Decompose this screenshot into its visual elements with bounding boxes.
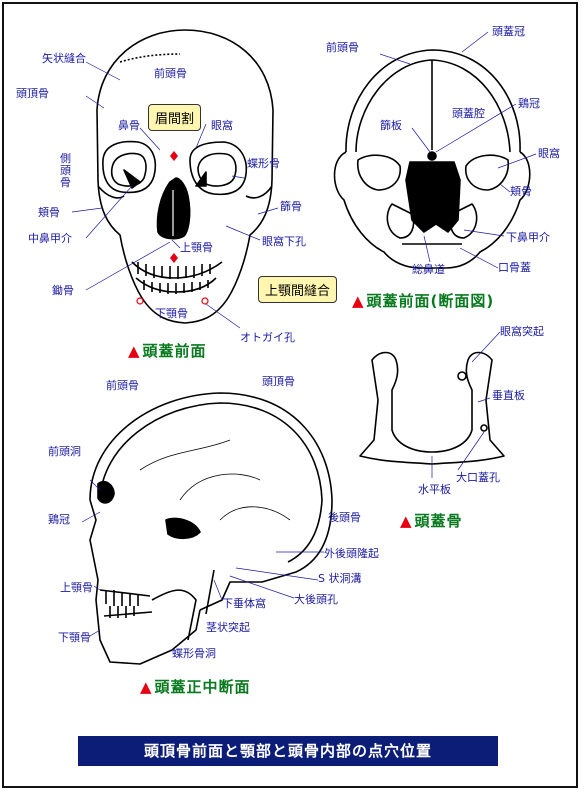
coronal-sinus-left xyxy=(449,203,478,239)
label-hard-palate: 口骨蓋 xyxy=(498,261,531,274)
acupoint-markers xyxy=(170,151,178,263)
sagittal-face xyxy=(89,499,201,665)
page-border xyxy=(2,2,578,788)
sagittal-lower-teeth xyxy=(103,606,153,618)
sagittal-skull-outer xyxy=(89,392,333,611)
label-sagittal-parietal: 頭頂骨 xyxy=(262,375,295,388)
label-maxilla: 上顎骨 xyxy=(180,241,213,254)
label-cranial-cavity: 頭蓋腔 xyxy=(452,107,485,120)
palatine-bone xyxy=(359,351,505,465)
coronal-crown-outer xyxy=(345,49,521,153)
label-frontal-bone: 前頭骨 xyxy=(154,67,187,80)
coronal-sinus-right xyxy=(386,203,415,239)
label-orbit: 眼窩 xyxy=(211,119,233,132)
front-right-orbit xyxy=(102,140,157,194)
label-orbital-process: 眼窩突起 xyxy=(500,325,544,338)
sagittal-frontal-sinus xyxy=(97,480,115,504)
sagittal-styloid xyxy=(205,569,215,615)
label-occipital-bone: 後頭骨 xyxy=(328,511,361,524)
sagittal-vessels xyxy=(139,439,291,521)
leader-lines xyxy=(71,31,537,637)
coronal-orbit-right xyxy=(356,154,402,191)
sagittal-section xyxy=(89,392,333,665)
palatine-outline xyxy=(359,351,505,465)
coronal-section-title: ▲頭蓋前面(断面図) xyxy=(352,292,495,310)
palatine-section-title: ▲頭蓋骨 xyxy=(400,512,463,530)
label-sagittal-frontal: 前頭骨 xyxy=(106,379,139,392)
label-sphenoid-bone: 蝶形骨 xyxy=(247,157,280,170)
glabella-box: 眉間割 xyxy=(148,104,202,131)
triangle-icon: ▲ xyxy=(128,342,141,360)
front-mental-foramen-right xyxy=(136,297,144,305)
coronal-base xyxy=(333,151,531,269)
front-mental-foramen-left xyxy=(201,297,209,305)
sagittal-skull-inner xyxy=(99,402,323,563)
triangle-icon: ▲ xyxy=(352,292,365,310)
label-inferior-concha: 下鼻甲介 xyxy=(506,231,550,244)
suture-box: 上顎間縫合 xyxy=(258,276,338,303)
coronal-section xyxy=(333,49,531,269)
front-concha-right xyxy=(123,169,141,189)
label-mental-foramen: オトガイ孔 xyxy=(240,331,295,344)
sagittal-section-title: ▲頭蓋正中断面 xyxy=(140,678,251,696)
front-left-orbit xyxy=(189,141,248,196)
front-sagittal-suture xyxy=(119,53,181,63)
label-ethmoid-bone: 篩骨 xyxy=(280,200,302,213)
label-crown: 頭蓋冠 xyxy=(492,25,525,38)
front-concha-left xyxy=(195,171,207,187)
palatine-foramen xyxy=(480,424,488,432)
sagittal-upper-teeth xyxy=(99,589,151,606)
label-vomer: 鋤骨 xyxy=(52,284,74,297)
label-zygomatic-bone: 頬骨 xyxy=(38,206,60,219)
label-coronal-orbit: 眼窩 xyxy=(538,147,560,160)
label-cribriform-plate: 篩板 xyxy=(380,119,402,132)
label-pituitary-fossa: 下垂体窩 xyxy=(222,597,266,610)
label-frontal-sinus: 前頭洞 xyxy=(48,445,81,458)
label-sagittal-maxilla: 上顎骨 xyxy=(60,581,93,594)
sagittal-pituitary xyxy=(165,517,201,540)
label-greater-palatine-foramen: 大口蓋孔 xyxy=(456,471,500,484)
coronal-nasal-cavity xyxy=(405,161,461,233)
sagittal-ramus xyxy=(151,589,197,641)
coronal-orbit-left xyxy=(464,154,510,191)
label-external-occipital: 外後頭隆起 xyxy=(324,547,379,560)
label-parietal-bone: 頭頂骨 xyxy=(16,87,49,100)
triangle-icon: ▲ xyxy=(140,678,153,696)
label-sigmoid-sulcus: S 状洞溝 xyxy=(318,572,362,585)
label-coronal-frontal: 前頭骨 xyxy=(326,41,359,54)
label-styloid-process: 茎状突起 xyxy=(206,621,250,634)
label-mandible: 下顎骨 xyxy=(155,307,188,320)
label-sphenoid-sinus: 蝶形骨洞 xyxy=(172,647,216,660)
label-common-meatus: 総鼻道 xyxy=(412,263,445,276)
front-right-orbit-inner xyxy=(110,152,147,187)
front-section-title: ▲頭蓋前面 xyxy=(128,342,207,360)
front-skull xyxy=(96,29,274,324)
label-coronal-zygomatic: 頬骨 xyxy=(510,185,532,198)
label-temporal-bone: 側頭骨 xyxy=(60,152,71,189)
label-sagittal-crista: 鶏冠 xyxy=(48,513,70,526)
front-upper-teeth xyxy=(131,261,223,279)
label-crista-galli: 鶏冠 xyxy=(518,97,540,110)
coronal-crista xyxy=(427,151,437,161)
label-nasal-bone: 鼻骨 xyxy=(118,119,140,132)
label-sagittal-mandible: 下顎骨 xyxy=(58,631,91,644)
palatine-orbital-process xyxy=(457,371,467,381)
label-horizontal-plate: 水平板 xyxy=(418,483,451,496)
triangle-icon: ▲ xyxy=(400,512,413,530)
page-title-banner: 頭頂骨前面と顎部と頭骨内部の点穴位置 xyxy=(78,736,498,766)
label-foramen-magnum: 大後頭孔 xyxy=(294,593,338,606)
label-middle-concha: 中鼻甲介 xyxy=(28,232,72,245)
label-perpendicular-plate: 垂直板 xyxy=(492,389,525,402)
label-sagittal-suture: 矢状縫合 xyxy=(42,52,86,65)
label-infraorbital-foramen: 眼窩下孔 xyxy=(262,235,306,248)
suture-marker xyxy=(170,253,178,263)
front-skull-outline xyxy=(96,29,274,324)
coronal-crown-inner xyxy=(355,59,511,153)
glabella-marker xyxy=(170,151,178,161)
